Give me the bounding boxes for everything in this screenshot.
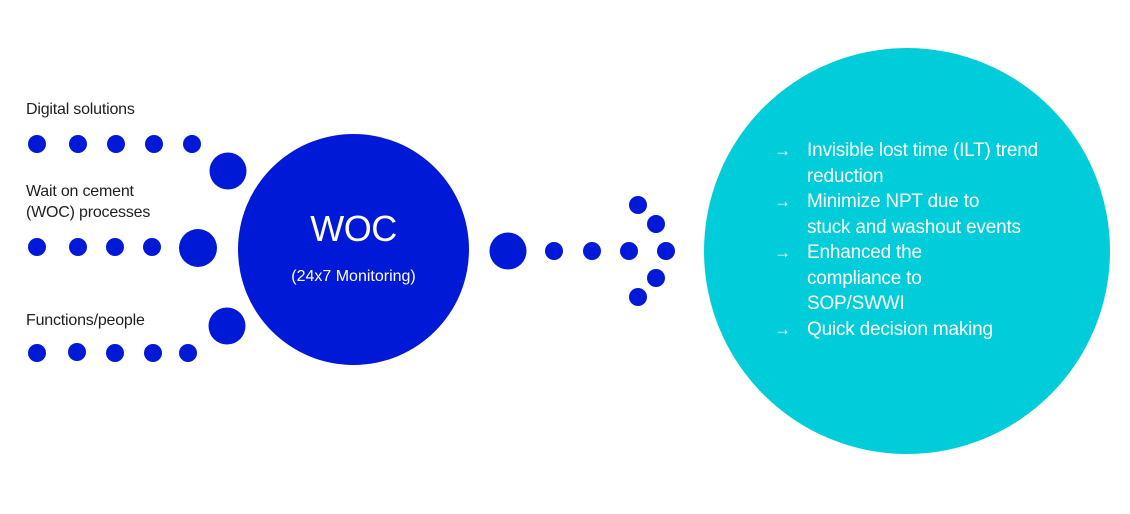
outcomes-circle: → Invisible lost time (ILT) trend reduct… bbox=[704, 48, 1110, 454]
hub-title: WOC bbox=[310, 208, 397, 249]
connector-dot-large bbox=[209, 152, 247, 190]
arrow-dot bbox=[545, 242, 563, 260]
connector-dot bbox=[106, 344, 124, 362]
arrow-right-icon: → bbox=[774, 192, 791, 211]
outcome-text: Invisible lost time (ILT) trend reductio… bbox=[807, 140, 1039, 187]
outcome-text: Minimize NPT due to stuck and washout ev… bbox=[807, 191, 1021, 238]
arrow-head-dot bbox=[629, 196, 647, 214]
hub-subtitle: (24x7 Monitoring) bbox=[291, 268, 416, 285]
arrow-right-icon: → bbox=[774, 141, 791, 160]
input-label-woc-processes: Wait on cement (WOC) processes bbox=[26, 183, 151, 221]
connector-dot-large bbox=[208, 307, 246, 345]
connector-dot bbox=[28, 135, 46, 153]
arrow-dot bbox=[657, 242, 675, 260]
connector-dot bbox=[28, 238, 46, 256]
arrow-dot bbox=[583, 242, 601, 260]
arrow-head-dot bbox=[629, 288, 647, 306]
outcome-item-npt: → Minimize NPT due to stuck and washout … bbox=[774, 189, 1074, 240]
connector-dot bbox=[144, 344, 162, 362]
connector-dot bbox=[183, 135, 201, 153]
outcome-item-decision: → Quick decision making bbox=[774, 317, 1074, 343]
arrow-head-dot bbox=[647, 215, 665, 233]
outcome-text: Quick decision making bbox=[807, 318, 993, 340]
connector-dot bbox=[68, 343, 86, 361]
outcome-item-ilt: → Invisible lost time (ILT) trend reduct… bbox=[774, 138, 1074, 189]
arrow-right-icon: → bbox=[774, 319, 791, 339]
input-label-functions-people: Functions/people bbox=[26, 312, 145, 329]
connector-dot bbox=[179, 344, 197, 362]
arrow-dot bbox=[620, 242, 638, 260]
connector-dot bbox=[145, 135, 163, 153]
connector-dot bbox=[107, 135, 125, 153]
connector-dot bbox=[69, 135, 87, 153]
connector-dot bbox=[69, 238, 87, 256]
outcome-item-compliance: → Enhanced the compliance to SOP/SWWI bbox=[774, 240, 1074, 317]
arrow-head-dot bbox=[647, 269, 665, 287]
outcomes-list: → Invisible lost time (ILT) trend reduct… bbox=[774, 138, 1074, 342]
input-label-digital-solutions: Digital solutions bbox=[26, 101, 135, 118]
connector-dot bbox=[28, 344, 46, 362]
arrow-dot-large bbox=[489, 232, 527, 270]
connector-dot-large bbox=[179, 229, 217, 267]
woc-hub-circle: WOC (24x7 Monitoring) bbox=[238, 134, 469, 365]
outcome-text: Enhanced the compliance to SOP/SWWI bbox=[807, 242, 922, 314]
arrow-right-icon: → bbox=[774, 243, 791, 262]
connector-dot bbox=[106, 238, 124, 256]
connector-dot bbox=[143, 238, 161, 256]
